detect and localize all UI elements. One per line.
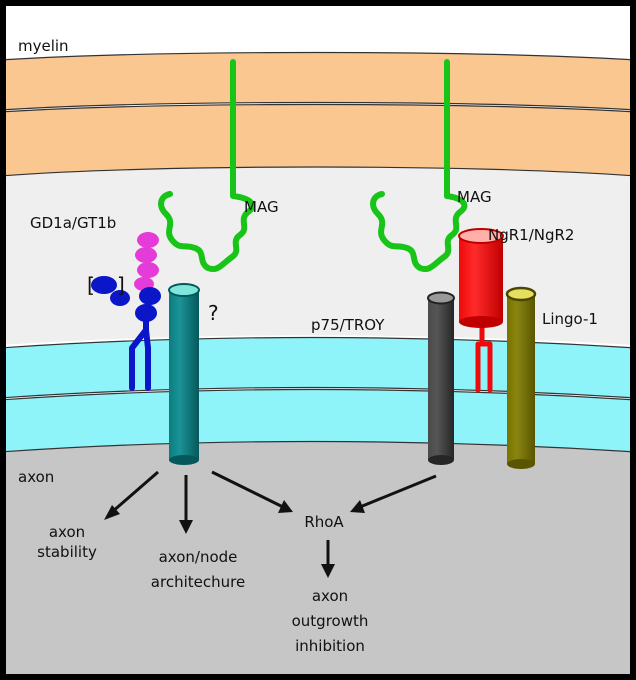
label-axon-stability-line2: stability: [37, 543, 97, 561]
label-inhibition-line2: outgrowth: [292, 612, 369, 630]
label-inhibition-line3: inhibition: [295, 637, 365, 655]
myelin-layer-upper: [6, 51, 630, 111]
arrowhead-axon-node: [179, 520, 193, 534]
label-axon-node-line2: architechure: [151, 573, 245, 591]
arrowhead-rhoa-inhibition: [321, 564, 335, 578]
arrow-to-axon-stability: [111, 470, 159, 514]
label-inhibition-line1: axon: [312, 587, 348, 605]
label-unknown-receptor: ?: [208, 301, 219, 325]
label-rhoa: RhoA: [304, 513, 344, 531]
unknown-receptor: [168, 283, 200, 465]
label-myelin: myelin: [18, 37, 69, 55]
arrowhead-teal-rhoa: [278, 500, 293, 513]
arrowhead-axon-stability: [104, 505, 120, 520]
label-axon: axon: [18, 468, 54, 486]
arrow-p75-to-rhoa: [359, 474, 437, 509]
label-p75-troy: p75/TROY: [311, 316, 385, 334]
ganglioside-gd1a-gt1b: [91, 232, 161, 391]
mag-right-protein: [370, 59, 468, 272]
arrow-teal-to-rhoa: [211, 470, 284, 509]
p75-troy-receptor: [427, 291, 455, 465]
axoplasm: [6, 428, 630, 674]
mag-left-protein: [158, 59, 256, 272]
label-mag-left: MAG: [244, 198, 279, 216]
ngr1-ngr2-receptor: [458, 228, 504, 393]
signaling-arrows: [104, 470, 437, 578]
label-lingo-1: Lingo-1: [542, 310, 598, 328]
label-mag-right: MAG: [457, 188, 492, 206]
label-axon-node-line1: axon/node: [159, 548, 238, 566]
myelin-layer-lower: [6, 103, 630, 177]
lingo-1-receptor: [505, 286, 537, 469]
label-axon-stability-line1: axon: [49, 523, 85, 541]
label-bracket-close: ]: [117, 273, 125, 297]
label-bracket-open: [: [87, 273, 95, 297]
label-ngr1-ngr2: NgR1/NgR2: [488, 226, 574, 244]
arrowhead-p75-rhoa: [350, 500, 365, 513]
label-gd1a-gt1b: GD1a/GT1b: [30, 214, 116, 232]
